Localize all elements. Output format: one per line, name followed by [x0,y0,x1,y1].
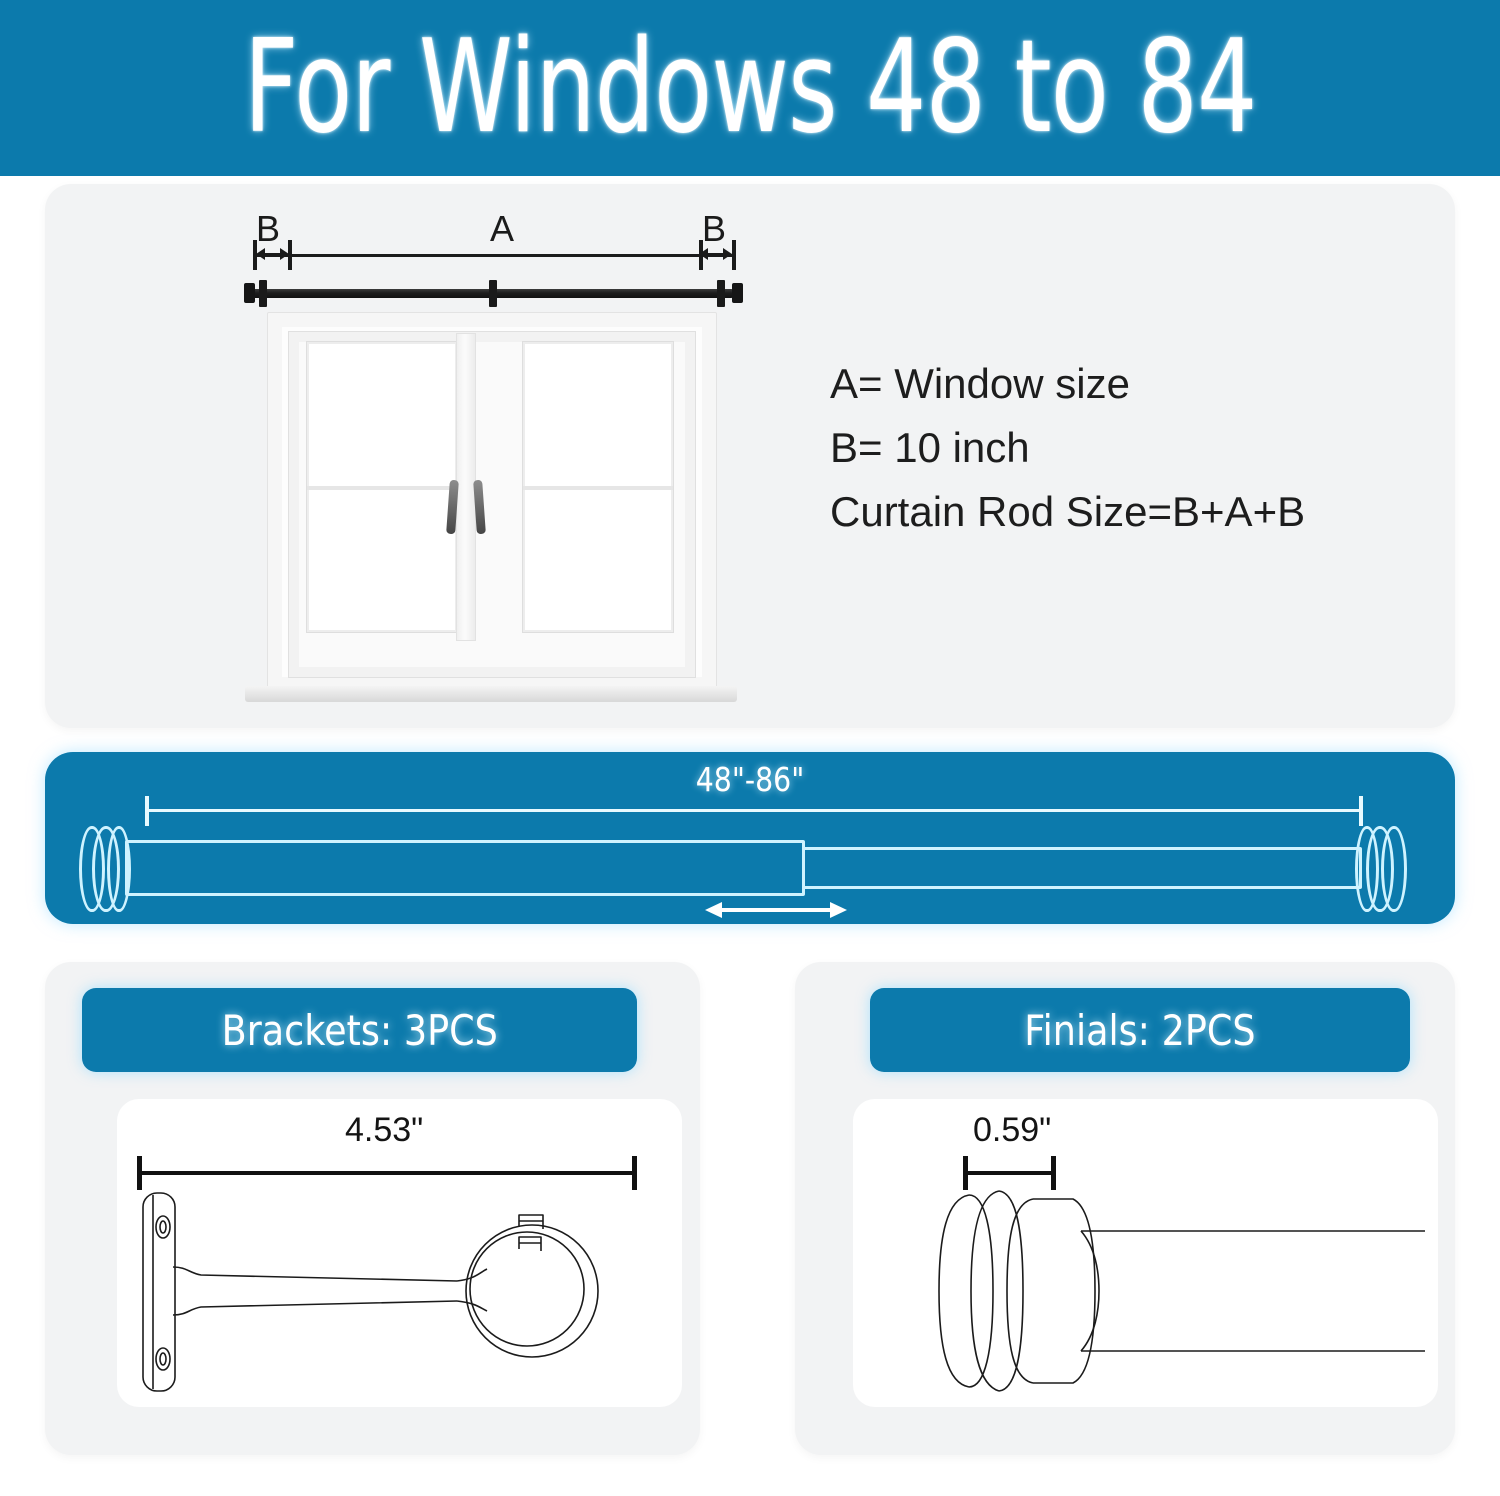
rod-bracket-mark [489,280,497,307]
dim-label-b-right: B [702,208,727,249]
arrow-head-icon [256,248,265,260]
arrow-head-right [830,902,847,918]
finial-disc [92,826,120,912]
rod-length-panel: 48"-86" [45,752,1455,924]
curtain-rod-icon [238,278,748,308]
bracket-dimension-tick [632,1156,637,1190]
window-icon [245,312,737,724]
bracket-dimension-tick [137,1156,142,1190]
legend-line-b: B= 10 inch [830,423,1030,471]
finial-disc [1381,826,1407,912]
legend-line-formula: Curtain Rod Size=B+A+B [830,487,1306,535]
brackets-badge-label: Brackets: 3PCS [221,1005,498,1055]
rod-dimension-tick [1359,796,1363,826]
brackets-drawing-card: 4.53" [117,1099,682,1407]
rod-dimension-line [145,809,1363,812]
bracket-dimension-line [137,1171,637,1175]
rod-dimension-tick [145,796,149,826]
arrow-head-icon [699,248,708,260]
rod-tube-outer [125,840,805,896]
page-title: For Windows 48 to 84 [243,13,1257,162]
window-sill [245,686,737,702]
measurement-guide-panel: B A B [45,184,1455,728]
double-arrow-icon [705,900,855,920]
dim-label-b-left: B [256,208,281,249]
arrow-head-left [705,902,722,918]
bracket-measurement-label: 4.53" [345,1111,424,1149]
arrow-head-icon [723,248,732,260]
header-banner: For Windows 48 to 84 [0,0,1500,176]
arrow-head-icon [280,248,289,260]
finial-line-drawing-icon [938,1190,1425,1392]
finial-dimension-line [963,1171,1056,1175]
window-muntin [523,486,673,490]
finial-disc [1366,826,1394,912]
dimension-tick [253,240,257,270]
rod-finial-left-icon [79,826,131,912]
dimension-line [255,254,732,257]
window-muntin [307,486,457,490]
finial-dimension-tick [1051,1156,1056,1190]
brackets-panel: Brackets: 3PCS 4.53" [45,962,700,1455]
rod-finial-right-icon [1355,826,1407,912]
finials-badge: Finials: 2PCS [870,988,1410,1072]
rod-bracket-mark [717,280,725,307]
dimension-tick [288,240,292,270]
finial-dimension-tick [963,1156,968,1190]
finials-drawing-card: 0.59" [853,1099,1438,1407]
dimension-tick [732,240,736,270]
rod-finial-cap [732,283,743,303]
finial-measurement-label: 0.59" [973,1111,1052,1149]
rod-finial-cap [244,283,255,303]
dimension-arrow-line [258,253,287,256]
rod-bracket-mark [259,280,267,307]
bracket-line-drawing-icon [142,1192,599,1392]
finials-panel: Finials: 2PCS 0.59" [795,962,1455,1455]
rod-length-label: 48"-86" [695,760,805,799]
finial-disc [1355,826,1379,912]
dim-label-a: A [490,208,515,249]
dimension-bar: B A B [238,206,748,276]
window-mullion [457,334,475,640]
dimension-arrow-line [701,253,730,256]
legend-text-block: A= Window size B= 10 inch Curtain Rod Si… [830,352,1410,543]
finial-disc [107,826,131,912]
finial-disc [79,826,105,912]
brackets-badge: Brackets: 3PCS [82,988,637,1072]
arrow-shaft [721,908,831,912]
legend-line-a: A= Window size [830,360,1130,407]
finials-badge-label: Finials: 2PCS [1024,1005,1256,1055]
window-diagram: B A B [220,194,760,724]
rod-tube-inner [802,847,1362,889]
